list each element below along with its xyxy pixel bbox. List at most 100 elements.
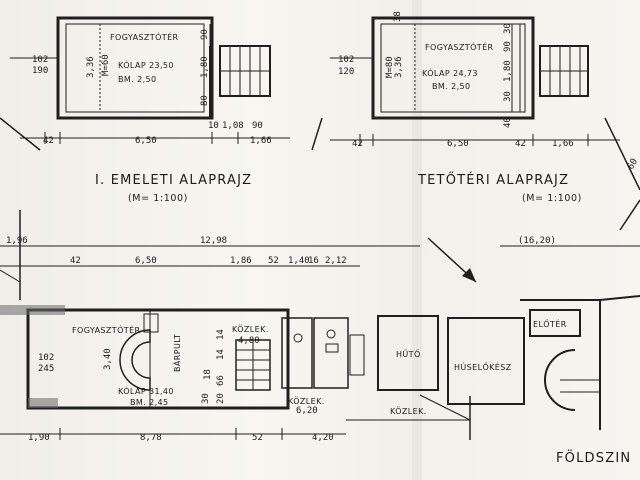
label-eloter: ELŐTÉR <box>533 318 567 329</box>
north-arrowhead <box>462 268 476 282</box>
dim-bottom-2: 52 <box>252 433 263 443</box>
room-name-left: FOGYASZTÓTÉR <box>110 31 179 42</box>
dim-left-h3: 1,08 <box>222 121 244 131</box>
ground-door-a: 102 <box>38 353 54 363</box>
plan-title-ground: FÖLDSZIN <box>556 449 631 466</box>
upper-right-plan: FOGYASZTÓTÉR KÓLAP 24,73 BM. 2,50 102 12… <box>330 11 640 204</box>
ground-height: BM. 2,45 <box>130 398 169 407</box>
area-right: KÓLAP 24,73 <box>422 67 478 78</box>
page-fold <box>412 0 422 480</box>
dim-row-3: 52 <box>268 256 279 266</box>
dim-right-v7: 40 <box>503 117 513 128</box>
service-block-1 <box>281 317 313 389</box>
dim-total-0: 1,96 <box>6 236 28 246</box>
ground-side-6: 20 <box>216 393 226 404</box>
room-outline-right <box>371 16 535 120</box>
dim-right-v4: 90 <box>503 41 513 52</box>
door-note-b-right: 120 <box>338 67 354 77</box>
dim-total-2: (16,20) <box>518 236 556 246</box>
room-outline-left <box>56 16 214 120</box>
dim-row-6: 2,12 <box>325 256 347 266</box>
dim-left-h5: 1,66 <box>250 136 272 146</box>
label-kozlek-1-size: 4,80 <box>238 336 260 346</box>
plan-title-right: TETŐTÉRI ALAPRAJZ <box>417 172 569 188</box>
dim-right-v5: 1,80 <box>503 60 513 82</box>
plan-scale-left: (M= 1:100) <box>128 193 188 204</box>
height-right: BM. 2,50 <box>432 82 471 91</box>
dim-bottom-1: 8,78 <box>140 433 162 443</box>
dim-row-2: 1,86 <box>230 256 252 266</box>
stair-ground <box>235 339 271 391</box>
dim-left-h4: 90 <box>252 121 263 131</box>
dim-left-v2: 90 <box>200 29 210 40</box>
label-kozlek-2: KÖZLEK. <box>288 396 325 406</box>
dim-bottom-0: 1,90 <box>28 433 50 443</box>
room-huselokesz <box>447 317 525 405</box>
bar-counter <box>119 329 151 391</box>
upper-left-plan: FOGYASZTÓTÉR KÓLAP 23,50 BM. 2,50 102 19… <box>10 16 290 204</box>
stair-right <box>539 45 589 97</box>
dim-right-v2: M=80 <box>385 56 395 78</box>
room-inner-right <box>380 23 526 113</box>
label-kozlek-2-size: 6,20 <box>296 406 318 416</box>
dim-right-v1: 3,36 <box>394 56 404 78</box>
dim-right-v3: 30 <box>503 23 513 34</box>
ground-spiral-stair <box>544 349 576 411</box>
label-fogyaszto: FOGYASZTÓTÉR <box>72 324 141 335</box>
site-edge-left <box>0 117 41 151</box>
height-left: BM. 2,50 <box>118 75 157 84</box>
ground-side-1: 14 <box>216 329 226 340</box>
ground-plan: 1,96 12,98 (16,20) 42 6,50 1,86 52 1,40 … <box>0 210 640 466</box>
label-husel: HÚSELŐKÉSZ <box>454 361 512 372</box>
site-edge-mid <box>311 117 323 151</box>
dim-left-h1: 42 <box>43 136 54 146</box>
dim-left-h2: 10 <box>208 121 219 131</box>
dim-right-h0: 42 <box>352 139 363 149</box>
dim-left-v0: 3,36 <box>86 56 96 78</box>
ground-side-5: 30 <box>201 393 211 404</box>
room-eloter <box>529 309 581 337</box>
door-note-b-left: 190 <box>32 66 48 76</box>
dim-left-v3: 1,80 <box>200 56 210 78</box>
dim-right-v0: 38 <box>393 11 403 22</box>
plan-scale-right: (M= 1:100) <box>522 193 582 204</box>
dim-right-v6: 30 <box>503 91 513 102</box>
ground-door-b: 245 <box>38 364 54 374</box>
site-edge-right-a <box>604 117 640 191</box>
label-kozlek-1: KÖZLEK. <box>232 324 269 334</box>
plan-title-left: I. EMELETI ALAPRAJZ <box>95 173 252 188</box>
door-note-a-right: 102 <box>338 55 354 65</box>
dim-total-1: 12,98 <box>200 236 227 246</box>
label-bar: BÁRPULT <box>171 334 182 372</box>
dim-right-h1: 6,50 <box>447 139 469 149</box>
wall-hatch-top <box>0 305 65 315</box>
dim-right-h3: 1,66 <box>552 139 574 149</box>
door-note-a-left: 102 <box>32 55 48 65</box>
dim-row-5: 16 <box>308 256 319 266</box>
service-block-2 <box>313 317 349 389</box>
wall-hatch-bottom <box>28 398 58 408</box>
dim-row-1: 6,50 <box>135 256 157 266</box>
dim-row-4: 1,40 <box>288 256 310 266</box>
dim-right-h2: 42 <box>515 139 526 149</box>
ground-side-2: 14 <box>216 349 226 360</box>
area-left: KÓLAP 23,50 <box>118 59 174 70</box>
ground-area: KÓLAP 31,40 <box>118 385 174 396</box>
dim-left-v4: 80 <box>200 95 210 106</box>
ground-side-3: 18 <box>203 369 213 380</box>
stair-left <box>209 45 271 118</box>
room-inner-left <box>65 23 205 113</box>
dim-bottom-3: 4,20 <box>312 433 334 443</box>
ground-main-outline <box>26 308 290 410</box>
ground-side-4: 66 <box>216 375 226 386</box>
label-huto: HŰTŐ <box>396 349 421 359</box>
dim-left-h0: 6,50 <box>135 136 157 146</box>
ground-side-0: 3,40 <box>103 348 113 370</box>
site-edge-right-b <box>619 199 640 231</box>
dim-row-0: 42 <box>70 256 81 266</box>
dim-left-v1: M=60 <box>101 54 111 76</box>
room-huto <box>377 315 439 391</box>
room-name-right: FOGYASZTÓTÉR <box>425 41 494 52</box>
